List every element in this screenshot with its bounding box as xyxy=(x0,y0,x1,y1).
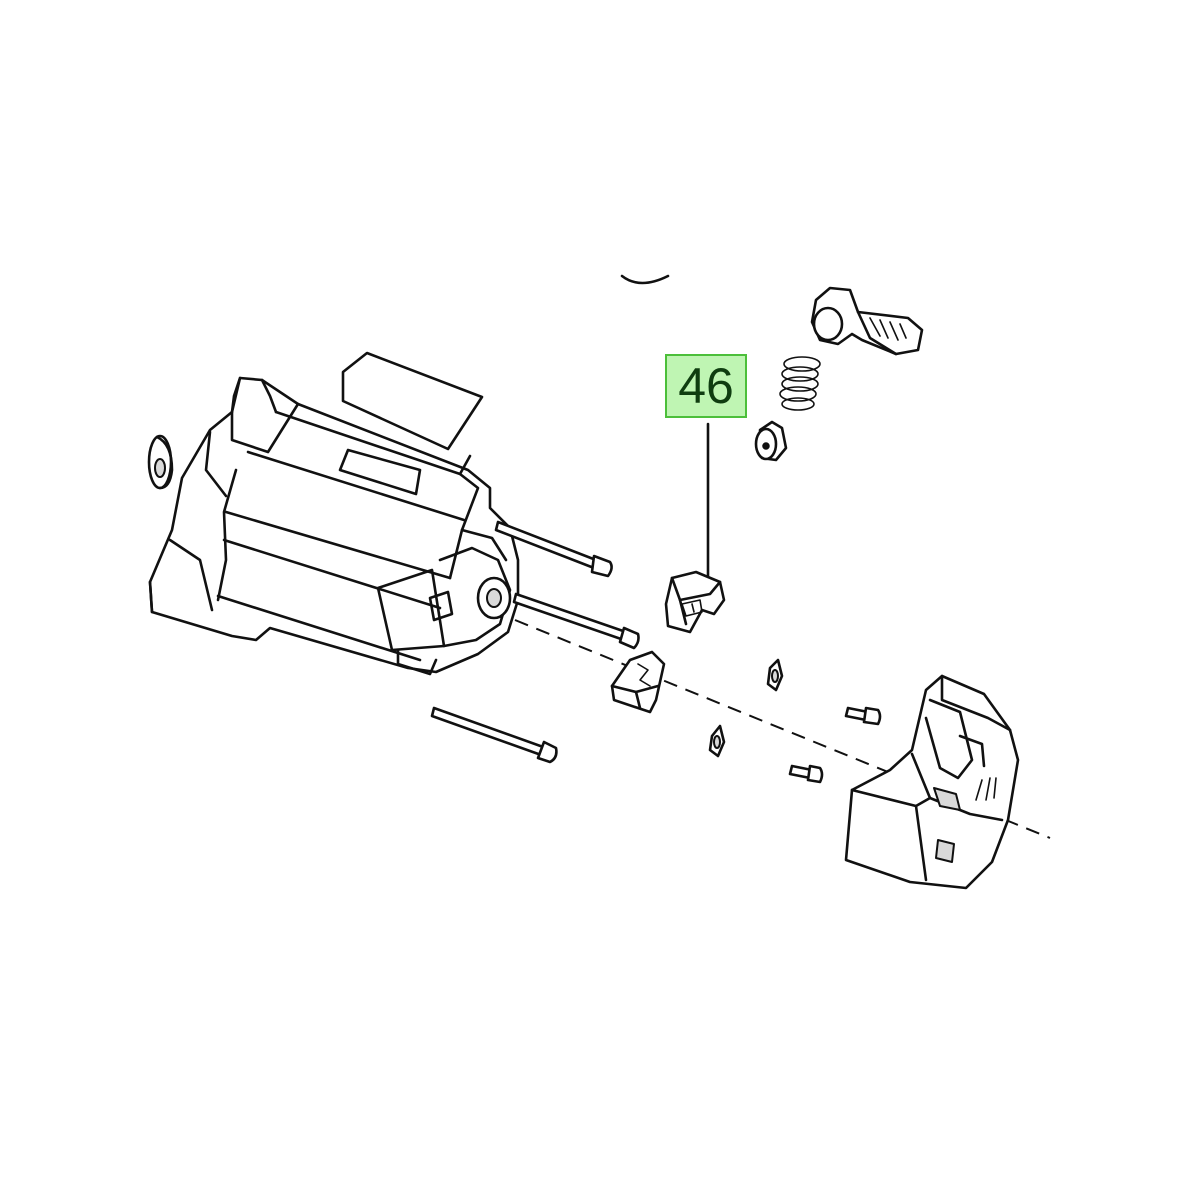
cutoff-part-fragment xyxy=(620,274,670,285)
brush-holder-lower xyxy=(610,650,666,714)
part-number-callout[interactable]: 46 xyxy=(665,354,747,418)
short-screw-2 xyxy=(788,764,824,784)
short-screw-1 xyxy=(844,706,882,726)
brush-holder-part-46 xyxy=(664,570,726,634)
motor-housing xyxy=(148,376,520,676)
end-cap xyxy=(844,674,1020,890)
nut xyxy=(147,434,174,490)
long-screw-2 xyxy=(512,592,640,650)
assembly-axis-line xyxy=(514,619,1051,839)
long-screw-1 xyxy=(494,520,613,578)
label-plate xyxy=(341,351,484,451)
spring xyxy=(779,356,821,411)
small-nut-2 xyxy=(708,724,726,758)
plunger-button xyxy=(754,420,788,462)
long-screw-3 xyxy=(430,706,558,764)
housing-nose-edge xyxy=(148,580,154,614)
small-nut-1 xyxy=(766,658,784,692)
switch-lever xyxy=(810,286,924,356)
part-number-label: 46 xyxy=(678,358,734,414)
